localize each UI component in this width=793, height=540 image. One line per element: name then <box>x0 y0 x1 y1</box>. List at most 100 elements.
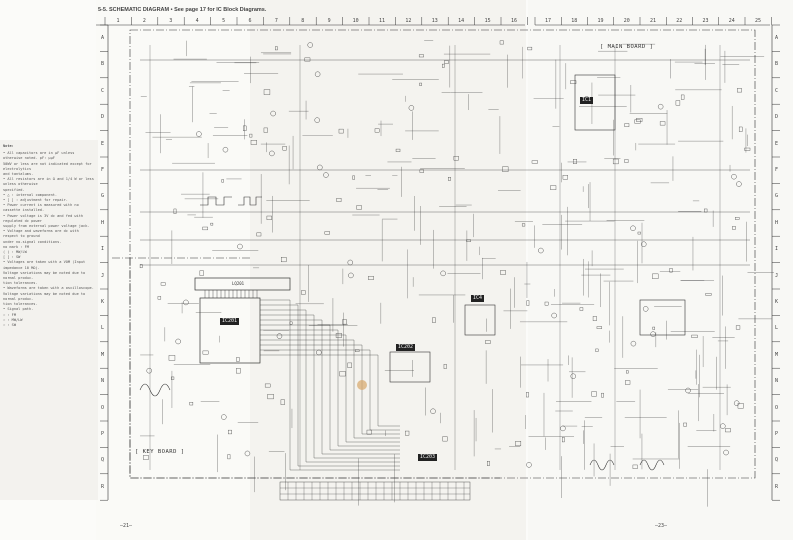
waveform-icon <box>238 196 262 206</box>
component-symbol <box>210 222 214 226</box>
component-symbol <box>466 239 471 242</box>
key-board-label: [ KEY BOARD ] <box>135 449 185 455</box>
transistor-symbol <box>307 42 313 48</box>
transistor-symbol <box>183 299 189 306</box>
transistor-symbol <box>526 462 532 468</box>
component-symbol <box>737 88 742 93</box>
column-label: 11 <box>378 18 386 24</box>
ic202-outline <box>389 351 431 383</box>
component-symbol <box>280 399 285 405</box>
column-label: 8 <box>301 18 305 24</box>
transistor-symbol <box>347 259 353 266</box>
column-label: 25 <box>754 18 762 24</box>
row-label: B <box>101 61 105 68</box>
column-label: 19 <box>597 18 604 24</box>
notes-panel: Note: • All capacitors are in µF unless … <box>0 140 98 500</box>
component-symbol <box>266 215 272 220</box>
component-symbol <box>515 441 522 447</box>
bus-line <box>260 314 400 459</box>
row-label: D <box>101 114 105 121</box>
main-board-boundary <box>129 29 756 479</box>
note-line: • All resistors are in Ω and 1/4 W or le… <box>3 177 94 187</box>
row-label: L <box>775 325 779 332</box>
component-symbol <box>591 391 597 397</box>
component-symbol <box>289 321 293 325</box>
component-symbol <box>256 232 262 237</box>
row-label: A <box>101 35 105 41</box>
note-line: Voltage variations may be noted due to n… <box>3 270 86 281</box>
bus-line <box>260 349 400 431</box>
component-symbol <box>453 156 459 161</box>
transistor-symbol <box>720 423 726 429</box>
notes-lines: • All capacitors are in µF unless otherw… <box>3 151 95 328</box>
component-symbol <box>301 290 306 295</box>
row-label: O <box>101 404 105 411</box>
note-line: • Power voltage is 3V dc and fed with re… <box>3 213 84 223</box>
ic201-outline <box>199 297 261 364</box>
note-line: supply from external power voltage jack. <box>3 224 90 229</box>
note-line: ⇨ : FM <box>3 312 16 317</box>
component-symbol <box>675 100 681 106</box>
note-line: tion tolerances. <box>3 302 38 307</box>
bus-line <box>260 324 400 451</box>
component-symbol <box>139 264 143 269</box>
column-label: 21 <box>649 18 657 24</box>
bus-line <box>260 304 400 467</box>
component-symbol <box>336 198 342 202</box>
row-label: F <box>775 167 779 173</box>
lcd-label: LQ201 <box>232 281 245 286</box>
transistor-symbol <box>440 270 446 277</box>
component-symbol <box>335 333 342 338</box>
ic1-label: IC1 <box>580 97 594 104</box>
transistor-symbol <box>642 306 649 312</box>
component-symbol <box>355 349 360 352</box>
note-line: • Signal path. <box>3 307 34 312</box>
column-label: 10 <box>352 18 359 24</box>
transistor-symbol <box>538 247 544 254</box>
transistor-symbol <box>276 333 283 339</box>
component-symbol <box>632 464 638 469</box>
component-symbol <box>735 325 741 330</box>
component-symbol <box>275 46 278 51</box>
column-label: 14 <box>458 18 465 24</box>
stain-mark <box>357 380 367 390</box>
transistor-symbol <box>657 103 664 110</box>
column-label: 17 <box>544 18 552 24</box>
component-symbol <box>634 119 641 124</box>
note-line: specified. <box>3 187 25 192</box>
component-symbol <box>338 128 344 134</box>
column-label: 13 <box>431 18 438 24</box>
row-label: D <box>775 114 779 121</box>
transistor-symbol <box>317 164 323 171</box>
component-symbol <box>199 270 204 276</box>
component-symbol <box>744 147 751 151</box>
component-symbol <box>281 257 287 263</box>
transistor-symbol <box>630 225 636 231</box>
row-label: R <box>775 483 779 490</box>
row-label: J <box>101 272 105 279</box>
component-symbol <box>419 169 424 173</box>
transistor-symbol <box>641 241 647 247</box>
component-symbol <box>487 461 490 466</box>
ic203-label: IC203 <box>418 454 438 461</box>
transistor-symbol <box>175 338 181 345</box>
column-label: 23 <box>702 18 709 24</box>
transistor-symbol <box>430 408 436 414</box>
component-symbol <box>143 455 149 460</box>
component-symbol <box>612 158 619 165</box>
row-label: C <box>101 87 105 94</box>
component-symbol <box>601 392 604 398</box>
component-symbol <box>683 422 687 427</box>
column-label: 7 <box>274 18 278 24</box>
note-line: no mark : FM <box>3 244 29 249</box>
component-symbol <box>442 63 445 68</box>
transistor-symbol <box>570 373 576 379</box>
row-label: C <box>775 87 779 94</box>
component-symbol <box>444 60 449 64</box>
component-symbol <box>705 293 712 296</box>
page-number-left: —21— <box>120 523 133 529</box>
transistor-symbol <box>560 425 566 432</box>
component-symbol <box>189 402 194 406</box>
bus-line <box>260 334 400 443</box>
column-label: 6 <box>248 18 252 24</box>
